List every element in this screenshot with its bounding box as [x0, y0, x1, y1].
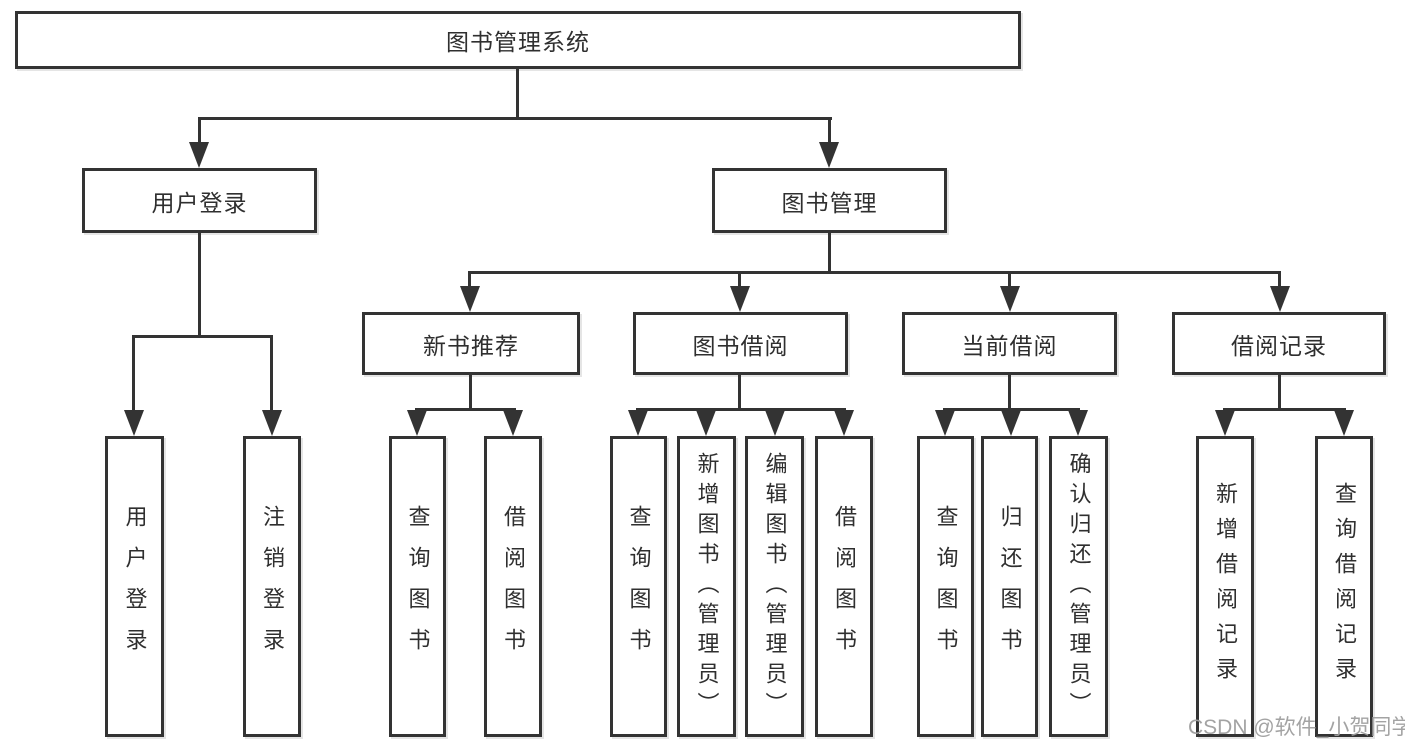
- node-label: 图书借阅: [692, 332, 789, 359]
- connector-line: [738, 271, 741, 288]
- leaf-label: 编辑图书（管理员）: [762, 451, 788, 722]
- leaf-label: 新增借阅记录: [1213, 481, 1238, 692]
- connector-line: [132, 335, 273, 338]
- connector-line: [516, 69, 519, 117]
- node-borrow-record: 借阅记录: [1172, 312, 1386, 375]
- leaf-label: 归还图书: [997, 504, 1023, 669]
- leaf-label: 用户登录: [122, 504, 148, 669]
- arrowhead-icon: [262, 410, 282, 436]
- arrowhead-icon: [765, 410, 785, 436]
- leaf-label: 借阅图书: [501, 504, 526, 669]
- node-book-management: 图书管理: [712, 168, 947, 233]
- leaf-label: 查询图书: [626, 504, 652, 669]
- connector-line: [468, 271, 1281, 274]
- connector-line: [1008, 375, 1011, 408]
- arrowhead-icon: [124, 410, 144, 436]
- arrowhead-icon: [696, 410, 716, 436]
- arrowhead-icon: [935, 410, 955, 436]
- leaf-borrow-books: 借阅图书: [815, 436, 873, 737]
- connector-line: [198, 233, 201, 335]
- node-user-login: 用户登录: [82, 168, 317, 233]
- arrowhead-icon: [1001, 410, 1021, 436]
- connector-line: [1008, 271, 1011, 288]
- node-new-book-recommend: 新书推荐: [362, 312, 580, 375]
- leaf-label: 查询图书: [405, 504, 431, 669]
- arrowhead-icon: [1334, 410, 1354, 436]
- connector-line: [468, 271, 471, 288]
- arrowhead-icon: [1270, 286, 1290, 312]
- leaf-label: 查询图书: [933, 504, 959, 669]
- arrowhead-icon: [189, 142, 209, 168]
- leaf-label: 查询借阅记录: [1332, 481, 1357, 692]
- leaf-logout: 注销登录: [243, 436, 301, 737]
- connector-line: [270, 335, 273, 412]
- arrowhead-icon: [1215, 410, 1235, 436]
- leaf-return-books: 归还图书: [981, 436, 1038, 737]
- arrowhead-icon: [1068, 410, 1088, 436]
- arrowhead-icon: [730, 286, 750, 312]
- leaf-query-borrow-record: 查询借阅记录: [1315, 436, 1373, 737]
- node-label: 借阅记录: [1231, 332, 1327, 359]
- connector-line: [198, 117, 201, 145]
- arrowhead-icon: [460, 286, 480, 312]
- arrowhead-icon: [503, 410, 523, 436]
- connector-line: [738, 375, 741, 408]
- leaf-edit-books-admin: 编辑图书（管理员）: [745, 436, 804, 737]
- connector-line: [1278, 375, 1281, 408]
- arrowhead-icon: [1000, 286, 1020, 312]
- connector-line: [828, 117, 831, 145]
- leaf-label: 确认归还（管理员）: [1066, 451, 1092, 722]
- node-label: 用户登录: [151, 189, 248, 216]
- node-book-borrow: 图书借阅: [633, 312, 848, 375]
- leaf-confirm-return-admin: 确认归还（管理员）: [1049, 436, 1108, 737]
- connector-line: [469, 375, 472, 408]
- connector-line: [1278, 271, 1281, 288]
- leaf-query-books-borrow: 查询图书: [610, 436, 667, 737]
- arrowhead-icon: [407, 410, 427, 436]
- arrowhead-icon: [819, 142, 839, 168]
- csdn-watermark: CSDN @软件_小贺同学: [1188, 716, 1405, 739]
- leaf-query-books-recommend: 查询图书: [389, 436, 446, 737]
- leaf-user-login: 用户登录: [105, 436, 164, 737]
- connector-line: [636, 408, 846, 411]
- connector-line: [132, 335, 135, 412]
- leaf-label: 借阅图书: [832, 504, 857, 669]
- connector-line: [198, 117, 832, 120]
- node-label: 当前借阅: [961, 332, 1058, 359]
- leaf-add-borrow-record: 新增借阅记录: [1196, 436, 1254, 737]
- node-label: 图书管理: [781, 189, 878, 216]
- node-current-borrow: 当前借阅: [902, 312, 1117, 375]
- leaf-label: 新增图书（管理员）: [694, 451, 720, 722]
- connector-line: [828, 233, 831, 271]
- leaf-borrow-books-recommend: 借阅图书: [484, 436, 542, 737]
- connector-line: [415, 408, 516, 411]
- connector-line: [1223, 408, 1346, 411]
- node-library-management-system: 图书管理系统: [15, 11, 1021, 69]
- leaf-add-books-admin: 新增图书（管理员）: [677, 436, 736, 737]
- node-label: 新书推荐: [423, 332, 519, 359]
- arrowhead-icon: [834, 410, 854, 436]
- node-label: 图书管理系统: [446, 29, 590, 55]
- connector-line: [943, 408, 1080, 411]
- leaf-label: 注销登录: [260, 504, 285, 669]
- arrowhead-icon: [628, 410, 648, 436]
- leaf-query-books-current: 查询图书: [917, 436, 974, 737]
